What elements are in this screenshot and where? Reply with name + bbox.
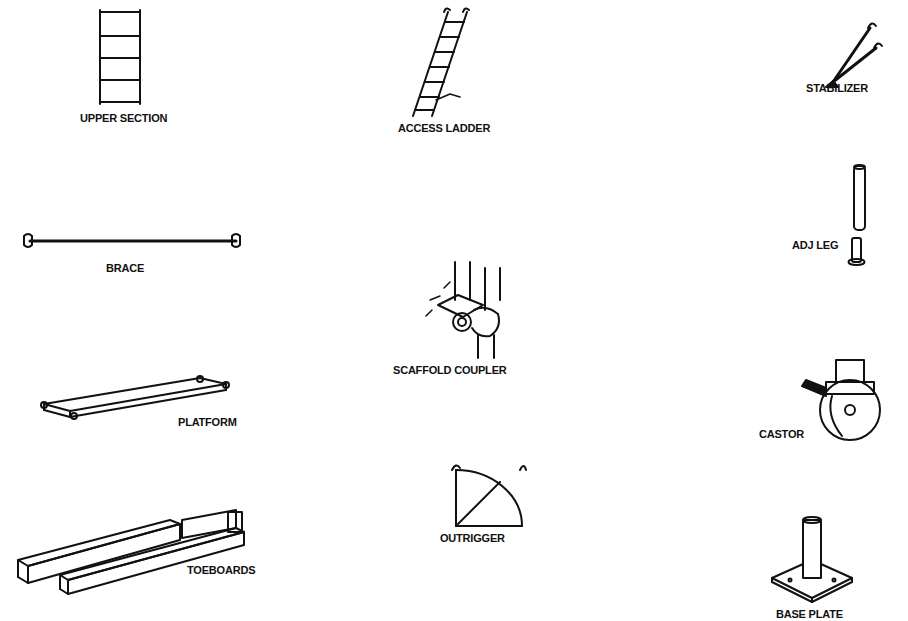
access-ladder-drawing <box>413 8 469 116</box>
part-label: BASE PLATE <box>776 608 843 620</box>
stabilizer-drawing <box>826 23 882 87</box>
outrigger-drawing <box>452 465 526 526</box>
part-label: CASTOR <box>759 428 804 440</box>
toeboards-drawing <box>18 510 244 594</box>
part-label: TOEBOARDS <box>187 564 255 576</box>
platform-drawing <box>41 376 229 419</box>
upper-section-drawing <box>100 10 140 104</box>
part-label: ADJ LEG <box>792 239 838 251</box>
part-label: UPPER SECTION <box>80 112 167 124</box>
part-label: STABILIZER <box>806 82 868 94</box>
part-label: PLATFORM <box>178 416 237 428</box>
scaffold-coupler-drawing <box>426 262 500 358</box>
part-label: BRACE <box>106 262 144 274</box>
adj-leg-drawing <box>849 165 866 265</box>
base-plate-drawing <box>772 517 852 602</box>
brace-drawing <box>24 234 240 247</box>
part-label: OUTRIGGER <box>440 532 505 544</box>
castor-drawing <box>802 360 880 440</box>
part-label: ACCESS LADDER <box>398 122 490 134</box>
part-label: SCAFFOLD COUPLER <box>393 364 507 376</box>
